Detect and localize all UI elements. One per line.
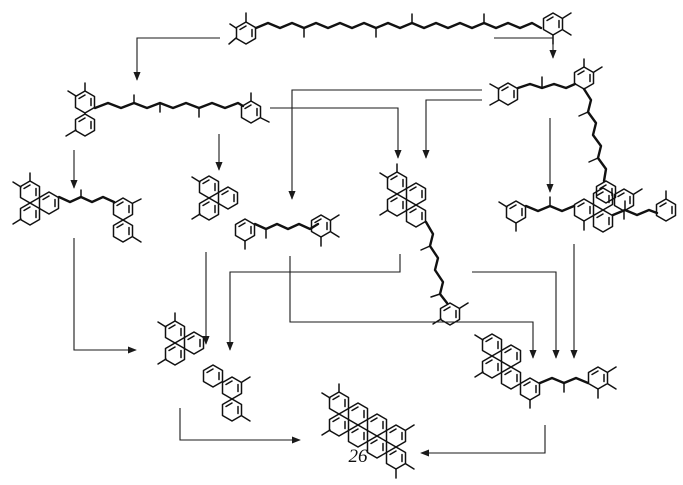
structure-pentacycle-polyene — [474, 333, 617, 409]
arrow — [288, 89, 482, 200]
arrow — [472, 271, 560, 359]
structure-linear-polyene — [228, 12, 572, 45]
structure-right-branched-polyene — [489, 58, 643, 220]
structure-bis-annulated-intermediate — [157, 312, 251, 422]
arrow — [73, 238, 137, 354]
arrow — [420, 425, 546, 457]
arrow — [422, 99, 482, 159]
arrow — [133, 37, 220, 81]
arrow — [289, 256, 537, 359]
aryl-ring-left — [228, 12, 257, 45]
structure-final-product — [321, 383, 415, 479]
arrow — [226, 254, 401, 351]
arrow — [179, 408, 301, 444]
arrow — [494, 37, 557, 59]
aryl-ring-right — [542, 12, 572, 45]
compound-label-26: 26 — [349, 446, 369, 467]
structure-left-diaryl-polyene — [65, 82, 270, 137]
structure-phenanthrene-polyene-mid — [191, 175, 340, 250]
arrow — [270, 107, 402, 159]
polyene-chain — [254, 21, 543, 30]
structure-fused-tetracycle-polyene — [379, 163, 469, 326]
structure-naphthalene-bis-polyene — [498, 187, 677, 233]
structure-phenanthrene-polyene-left — [12, 172, 142, 243]
polyene-methyls — [303, 13, 485, 38]
reaction-arrows — [70, 37, 578, 457]
